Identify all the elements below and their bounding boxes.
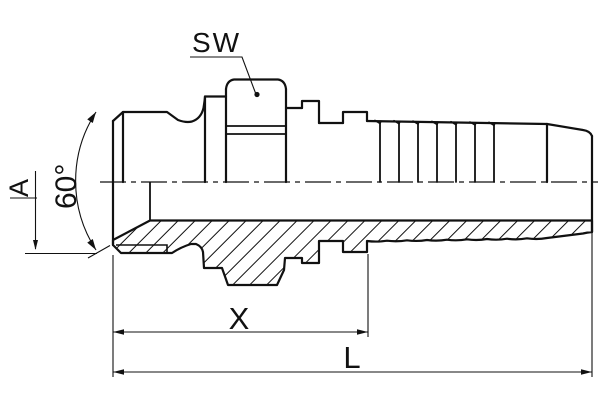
leader-SW-line [190,56,257,94]
section-cut-hatched [111,182,594,287]
dimensions [10,56,593,377]
ridge1-profile [300,99,321,125]
label-sw: SW [192,27,241,58]
serration-edges [379,122,495,183]
tail-taper [545,122,594,138]
dimension-X [112,254,369,377]
label-x: X [229,301,250,336]
leader-SW [190,56,260,98]
angle-arrow-bottom [87,238,96,250]
angle-arc [75,111,97,251]
thread-root-line [116,244,168,253]
hex-top [224,78,288,91]
hex-flat-band [225,125,287,135]
angle-arrow-top [87,112,96,124]
label-60deg: 60° [50,164,83,209]
dimension-60deg [75,111,111,259]
ridge2-profile [341,110,369,125]
leader-dot [254,91,260,98]
cone-extension-tick [87,245,111,259]
thread-and-runout-profile [111,95,228,124]
label-a: A [4,179,34,197]
labels: SW A 60° X L [4,27,361,375]
dim-X-arrow-left [113,329,124,335]
part-outline [111,78,594,247]
dimension-A [10,171,97,255]
label-l: L [343,340,360,375]
section-region [111,219,594,287]
dimension-L [113,232,593,377]
dim-L-arrow-left [113,369,124,375]
dim-A-arrow [33,240,38,250]
dim-L-arrow-right [581,369,592,375]
dim-X-arrow-right [357,329,368,335]
